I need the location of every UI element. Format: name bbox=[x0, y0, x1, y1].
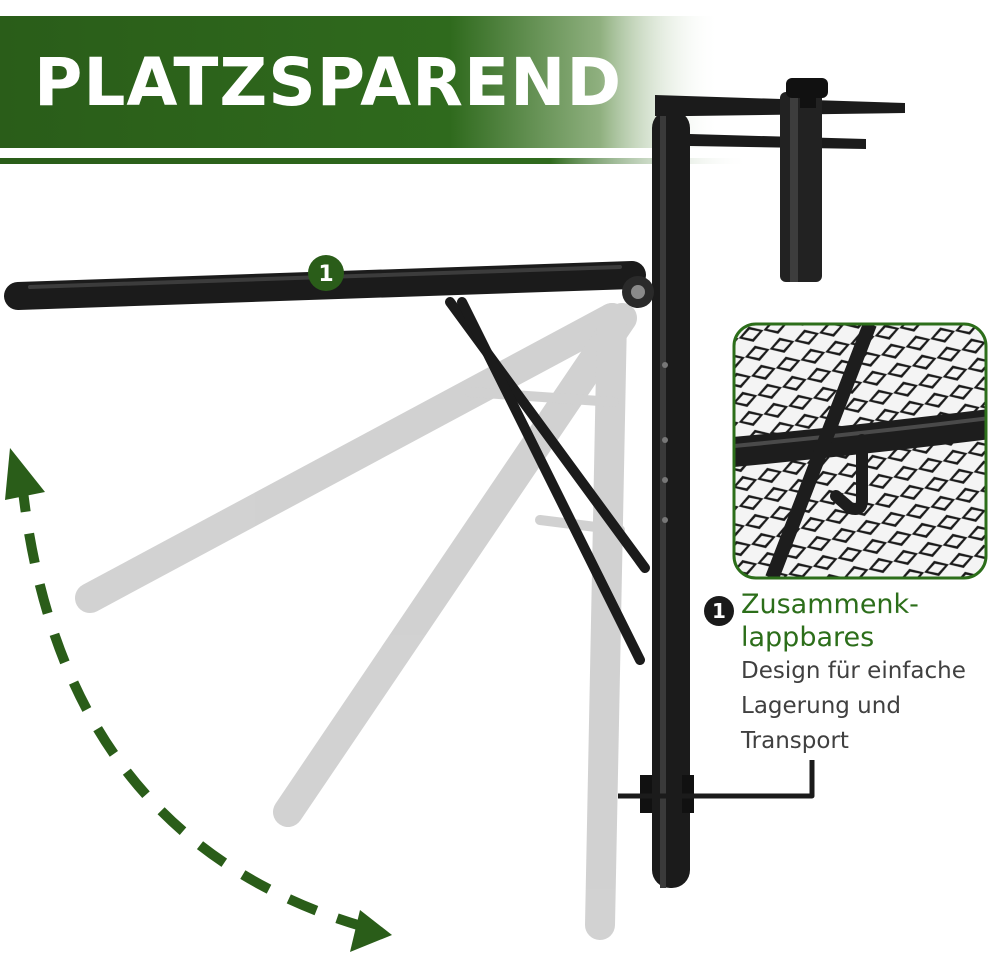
callout-description: Design für einfache Lagerung und Transpo… bbox=[741, 654, 1000, 759]
callout-description-line: Lagerung und bbox=[741, 693, 901, 719]
callout-description-line: Design für einfache bbox=[741, 658, 966, 684]
callout-heading: Zusammenk- lappbares bbox=[741, 588, 1000, 654]
banner-title: PLATZSPAREND bbox=[34, 44, 623, 121]
folding-ghost-positions bbox=[75, 303, 637, 940]
callout-number-badge: 1 bbox=[704, 596, 734, 626]
marker-1-label: 1 bbox=[318, 262, 333, 287]
callout-heading-line: Zusammenk- bbox=[741, 589, 919, 620]
callout-description-line: Transport bbox=[741, 728, 849, 754]
banner: PLATZSPAREND bbox=[0, 16, 1000, 168]
dashed-curved-double-arrow-icon bbox=[5, 448, 392, 952]
banner-background bbox=[0, 16, 1000, 164]
marker-1: 1 bbox=[308, 255, 344, 291]
mesh-hook-detail-image bbox=[732, 322, 988, 580]
callout-heading-line: lappbares bbox=[741, 622, 875, 653]
